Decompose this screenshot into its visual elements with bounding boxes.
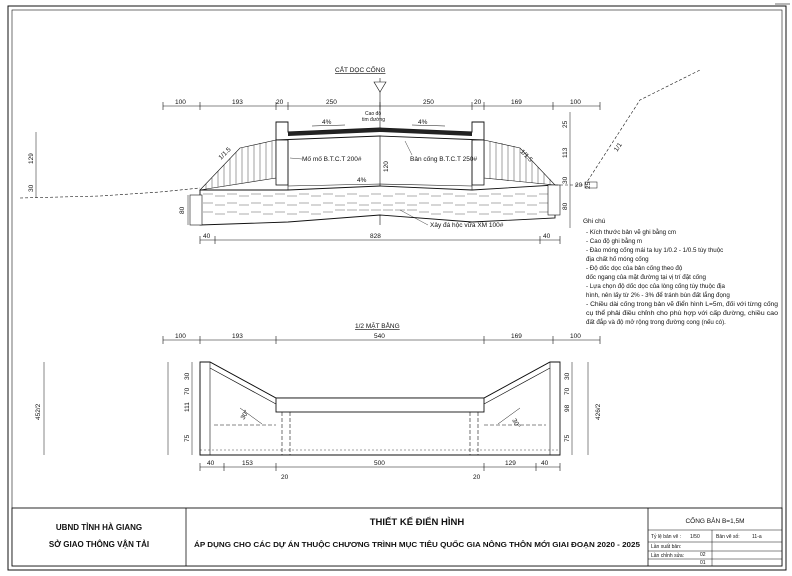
plan-top-dim-1: 100 — [175, 333, 186, 340]
right-dim-6: 25 — [585, 181, 592, 189]
note-line-5: - Độ dốc dọc của bản cống theo độ — [586, 265, 683, 272]
section-title: CẮT DỌC CỐNG — [335, 64, 385, 74]
scale-value: 1/50 — [690, 534, 700, 540]
slope-left: 4% — [322, 119, 332, 126]
right-dim-3: 30 — [562, 176, 569, 184]
plan-deck — [275, 397, 485, 413]
plan-left-dim-2: 70 — [184, 387, 191, 395]
slope-right: 4% — [418, 119, 428, 126]
center-marker-icon — [373, 81, 387, 93]
note-line-6: dốc ngang của mặt đường tại vị trí đặt c… — [586, 274, 707, 281]
plan-top-dim-4: 169 — [511, 333, 522, 340]
fill-left — [199, 139, 277, 191]
drawing-name: CỐNG BẢN B=1,5M — [685, 515, 744, 525]
left-dim-2: 30 — [28, 184, 35, 192]
plan-bottom-dim-5: 40 — [541, 460, 549, 467]
org-line-1: UBND TỈNH HÀ GIANG — [56, 523, 142, 532]
bottom-dim-3: 40 — [543, 233, 551, 240]
top-dim-5: 250 — [423, 99, 434, 106]
plan-bottom-dim-4: 129 — [505, 460, 516, 467]
top-dim-3: 20 — [276, 99, 284, 106]
plan-left-dim-1: 30 — [184, 372, 191, 380]
note-line-1: - Kích thước bản vẽ ghi bằng cm — [586, 229, 676, 236]
slope-bed: 4% — [357, 177, 367, 184]
plan-bottom-dim-3: 500 — [374, 460, 385, 467]
slope-ratio-far-right: 1/1 — [613, 141, 624, 153]
plan-top-dim-5: 100 — [570, 333, 581, 340]
top-dim-4: 250 — [326, 99, 337, 106]
top-dim-1: 100 — [175, 99, 186, 106]
note-line-7: - Lựa chọn độ dốc dọc của lòng cống tùy … — [586, 283, 726, 290]
plan-top-dim-3: 540 — [374, 333, 385, 340]
left-dim-1: 129 — [28, 153, 35, 164]
plan-right-dim-4: 75 — [564, 434, 571, 442]
plan-bottom-dim-1: 40 — [207, 460, 215, 467]
issue-value: 02 — [700, 552, 706, 558]
plan-right-dim-3: 98 — [564, 404, 571, 412]
notes-block: Ghi chú - Kích thước bản vẽ ghi bằng cm … — [583, 218, 779, 326]
plan-bottom-small-2: 20 — [473, 474, 481, 481]
center-label-2: tim đường — [362, 117, 385, 123]
masonry-base — [199, 184, 556, 226]
plan-left-dim-5: 452/2 — [35, 403, 42, 420]
issue-label: Lần xuất bản: — [651, 544, 681, 550]
plan-top-dim-2: 193 — [232, 333, 243, 340]
fill-right — [483, 139, 556, 186]
top-dim-6: 20 — [474, 99, 482, 106]
deck-label: Bản cống B.T.C.T 250# — [410, 154, 477, 163]
plan-right-dim-5: 426/2 — [595, 403, 602, 420]
notes-title: Ghi chú — [583, 218, 606, 225]
subtitle: ÁP DỤNG CHO CÁC DỰ ÁN THUỘC CHƯƠNG TRÌNH… — [194, 539, 640, 549]
right-dim-4: 80 — [562, 202, 569, 210]
plan-bottom-dim-2: 153 — [242, 460, 253, 467]
ground-line-right — [555, 69, 701, 186]
top-dim-7: 169 — [511, 99, 522, 106]
note-line-2: - Cao độ ghi bằng m — [586, 238, 642, 245]
rev-value: 01 — [700, 560, 706, 566]
bottom-dim-1: 40 — [203, 233, 211, 240]
main-title: THIẾT KẾ ĐIỂN HÌNH — [370, 516, 465, 528]
title-block: UBND TỈNH HÀ GIANG SỞ GIAO THÔNG VẬN TẢI… — [11, 507, 783, 567]
center-label-1: Cao độ — [365, 111, 381, 117]
note-line-11: đất đắp và độ mở rộng trong đường cong (… — [586, 319, 726, 326]
org-line-2: SỞ GIAO THÔNG VẬN TẢI — [49, 540, 149, 549]
left-dim-3: 80 — [179, 206, 186, 214]
note-line-10: cụ thể phải điều chỉnh cho phù hợp với c… — [586, 310, 779, 317]
plan-right-dim-1: 30 — [564, 372, 571, 380]
sheet-value: 11-a — [752, 534, 762, 540]
top-dim-8: 100 — [570, 99, 581, 106]
top-dim-2: 193 — [232, 99, 243, 106]
note-line-9: - Chiều dài cống trong bản vẽ điển hình … — [586, 301, 779, 308]
bottom-dim-2: 828 — [370, 233, 381, 240]
right-dim-5: 20 — [575, 182, 583, 189]
ground-line-left — [19, 187, 201, 199]
plan-angle-left: 30° — [239, 408, 251, 421]
base-label: Xây đá hộc vữa XM 100# — [430, 222, 504, 229]
plan-right-dim-2: 70 — [564, 387, 571, 395]
plan-left-dim-4: 75 — [184, 434, 191, 442]
plan-bottom-small-1: 20 — [281, 474, 289, 481]
note-line-8: hình, nên lấy từ 2% - 3% để tránh bùn đấ… — [586, 292, 730, 299]
rev-label: Lần chỉnh sửa: — [651, 552, 684, 559]
sheet-border — [7, 5, 787, 571]
plan-view: 1/2 MẶT BẰNG 100 193 540 169 100 30° 30° — [35, 321, 602, 481]
right-dim-2: 113 — [562, 147, 569, 158]
plan-angle-right: 30° — [510, 417, 522, 430]
section-view: CẮT DỌC CỐNG Cao độ tim đường 100 193 20… — [19, 64, 701, 244]
scale-label: Tỷ lệ bản vẽ : — [651, 533, 681, 540]
right-dim-1: 25 — [562, 120, 569, 128]
abutment-left — [275, 139, 289, 186]
note-line-4: địa chất hố móng cống — [586, 256, 649, 263]
wing-wall-label: Mố mố B.T.C.T 200# — [302, 154, 362, 163]
plan-title: 1/2 MẶT BẰNG — [355, 321, 400, 330]
plan-left-dim-3: 111 — [184, 402, 191, 412]
deck-wearing-layer — [288, 128, 472, 136]
mid-dim: 120 — [383, 161, 390, 172]
note-line-3: - Đào móng cống mái ta luy 1/0.2 - 1/0.5… — [586, 247, 723, 254]
sheet-label: Bản vẽ số: — [716, 534, 740, 540]
